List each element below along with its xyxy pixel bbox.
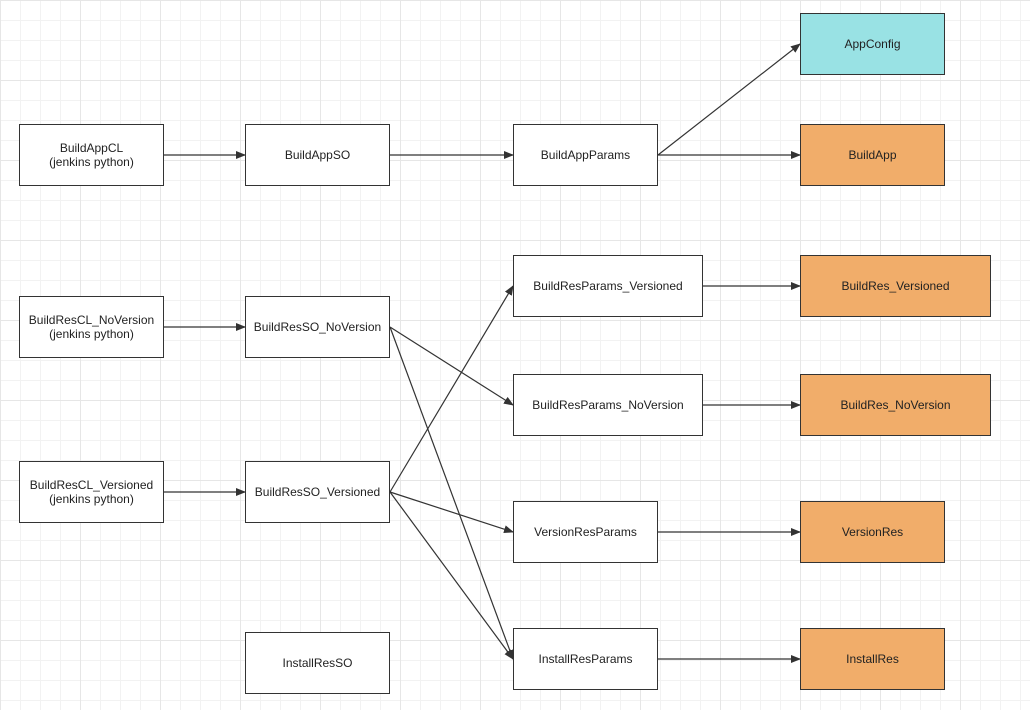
node-buildresparams-versioned-label: BuildResParams_Versioned <box>533 279 683 293</box>
node-buildresso-versioned[interactable]: BuildResSO_Versioned <box>245 461 390 523</box>
edge-buildresso_versioned-to-installresparams <box>389 491 514 660</box>
node-buildresso-versioned-label: BuildResSO_Versioned <box>254 485 381 499</box>
node-buildres-versioned[interactable]: BuildRes_Versioned <box>800 255 991 317</box>
node-versionresparams[interactable]: VersionResParams <box>513 501 658 563</box>
node-buildresparams-noversion-label: BuildResParams_NoVersion <box>532 398 684 412</box>
node-buildrescl-versioned-line2: (jenkins python) <box>49 492 134 506</box>
node-buildresso-noversion[interactable]: BuildResSO_NoVersion <box>245 296 390 358</box>
node-versionresparams-label: VersionResParams <box>534 525 637 539</box>
node-buildres-noversion[interactable]: BuildRes_NoVersion <box>800 374 991 436</box>
edge-buildappparams-to-appconfig <box>657 43 801 156</box>
node-buildapp[interactable]: BuildApp <box>800 124 945 186</box>
node-buildappso[interactable]: BuildAppSO <box>245 124 390 186</box>
node-installresparams[interactable]: InstallResParams <box>513 628 658 690</box>
node-installres-label: InstallRes <box>846 652 899 666</box>
edge-buildresso_versioned-to-versionresparams <box>389 491 514 534</box>
edge-buildresso_noversion-to-buildresparams_noversion <box>389 326 514 406</box>
node-installres[interactable]: InstallRes <box>800 628 945 690</box>
node-versionres-label: VersionRes <box>841 525 904 539</box>
node-versionres[interactable]: VersionRes <box>800 501 945 563</box>
node-appconfig[interactable]: AppConfig <box>800 13 945 75</box>
node-buildres-noversion-label: BuildRes_NoVersion <box>840 398 951 412</box>
node-buildresparams-noversion[interactable]: BuildResParams_NoVersion <box>513 374 703 436</box>
node-buildresparams-versioned[interactable]: BuildResParams_Versioned <box>513 255 703 317</box>
node-buildapp-label: BuildApp <box>848 148 897 162</box>
node-buildappcl-line1: BuildAppCL <box>59 141 124 155</box>
node-buildrescl-noversion-line1: BuildResCL_NoVersion <box>28 313 155 327</box>
node-buildappcl-line2: (jenkins python) <box>49 155 134 169</box>
node-buildrescl-versioned-line1: BuildResCL_Versioned <box>29 478 154 492</box>
node-buildappso-label: BuildAppSO <box>284 148 351 162</box>
node-buildappcl[interactable]: BuildAppCL(jenkins python) <box>19 124 164 186</box>
node-buildrescl-noversion[interactable]: BuildResCL_NoVersion(jenkins python) <box>19 296 164 358</box>
node-buildresso-noversion-label: BuildResSO_NoVersion <box>253 320 382 334</box>
node-installresso[interactable]: InstallResSO <box>245 632 390 694</box>
node-buildres-versioned-label: BuildRes_Versioned <box>841 279 950 293</box>
node-buildappparams[interactable]: BuildAppParams <box>513 124 658 186</box>
edge-buildresso_noversion-to-installresparams <box>389 326 514 660</box>
node-installresparams-label: InstallResParams <box>538 652 633 666</box>
edge-buildresso_versioned-to-buildresparams_versioned <box>389 285 514 493</box>
node-buildrescl-noversion-line2: (jenkins python) <box>49 327 134 341</box>
node-buildappparams-label: BuildAppParams <box>540 148 631 162</box>
node-installresso-label: InstallResSO <box>282 656 353 670</box>
node-buildrescl-versioned[interactable]: BuildResCL_Versioned(jenkins python) <box>19 461 164 523</box>
node-appconfig-label: AppConfig <box>844 37 901 51</box>
